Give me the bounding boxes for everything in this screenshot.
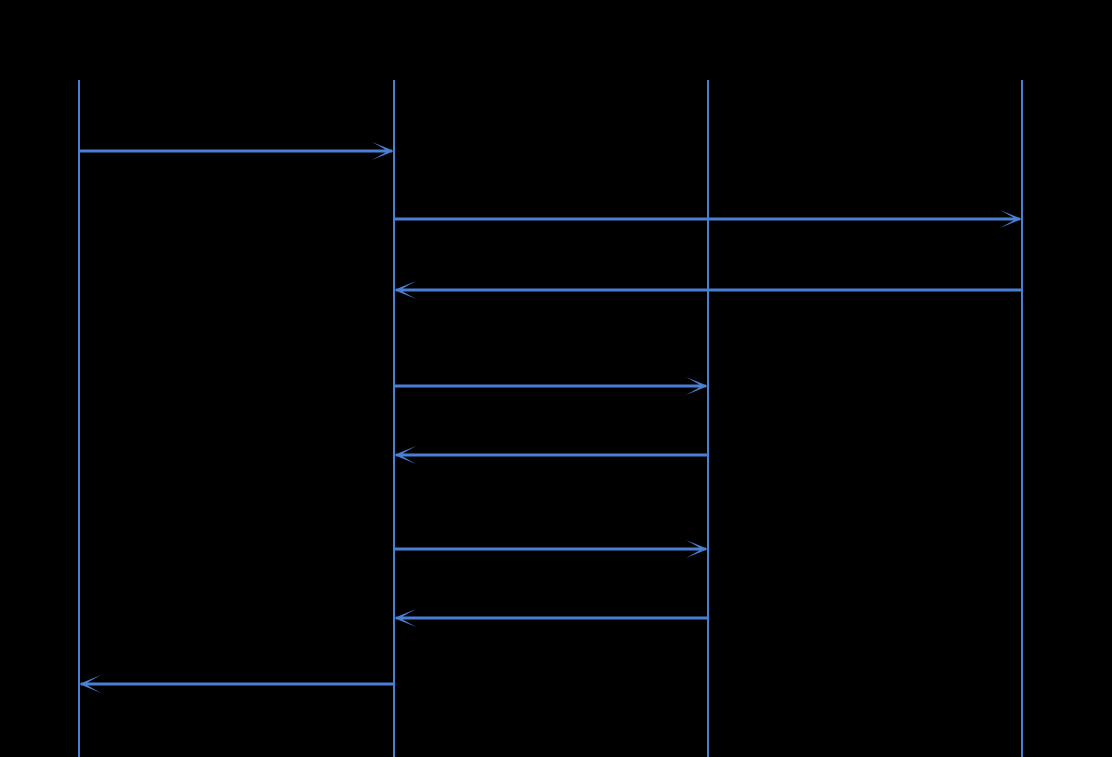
message-arrowhead-7 [394, 609, 416, 627]
message-arrowhead-2 [1000, 210, 1022, 228]
message-arrowhead-8 [79, 675, 101, 693]
message-arrowhead-5 [394, 446, 416, 464]
message-arrowhead-1 [372, 142, 394, 160]
message-arrowhead-6 [686, 540, 708, 558]
message-arrowhead-3 [394, 281, 416, 299]
messages-group [79, 142, 1022, 693]
message-arrowhead-4 [686, 377, 708, 395]
lifelines-group [78, 80, 1023, 757]
